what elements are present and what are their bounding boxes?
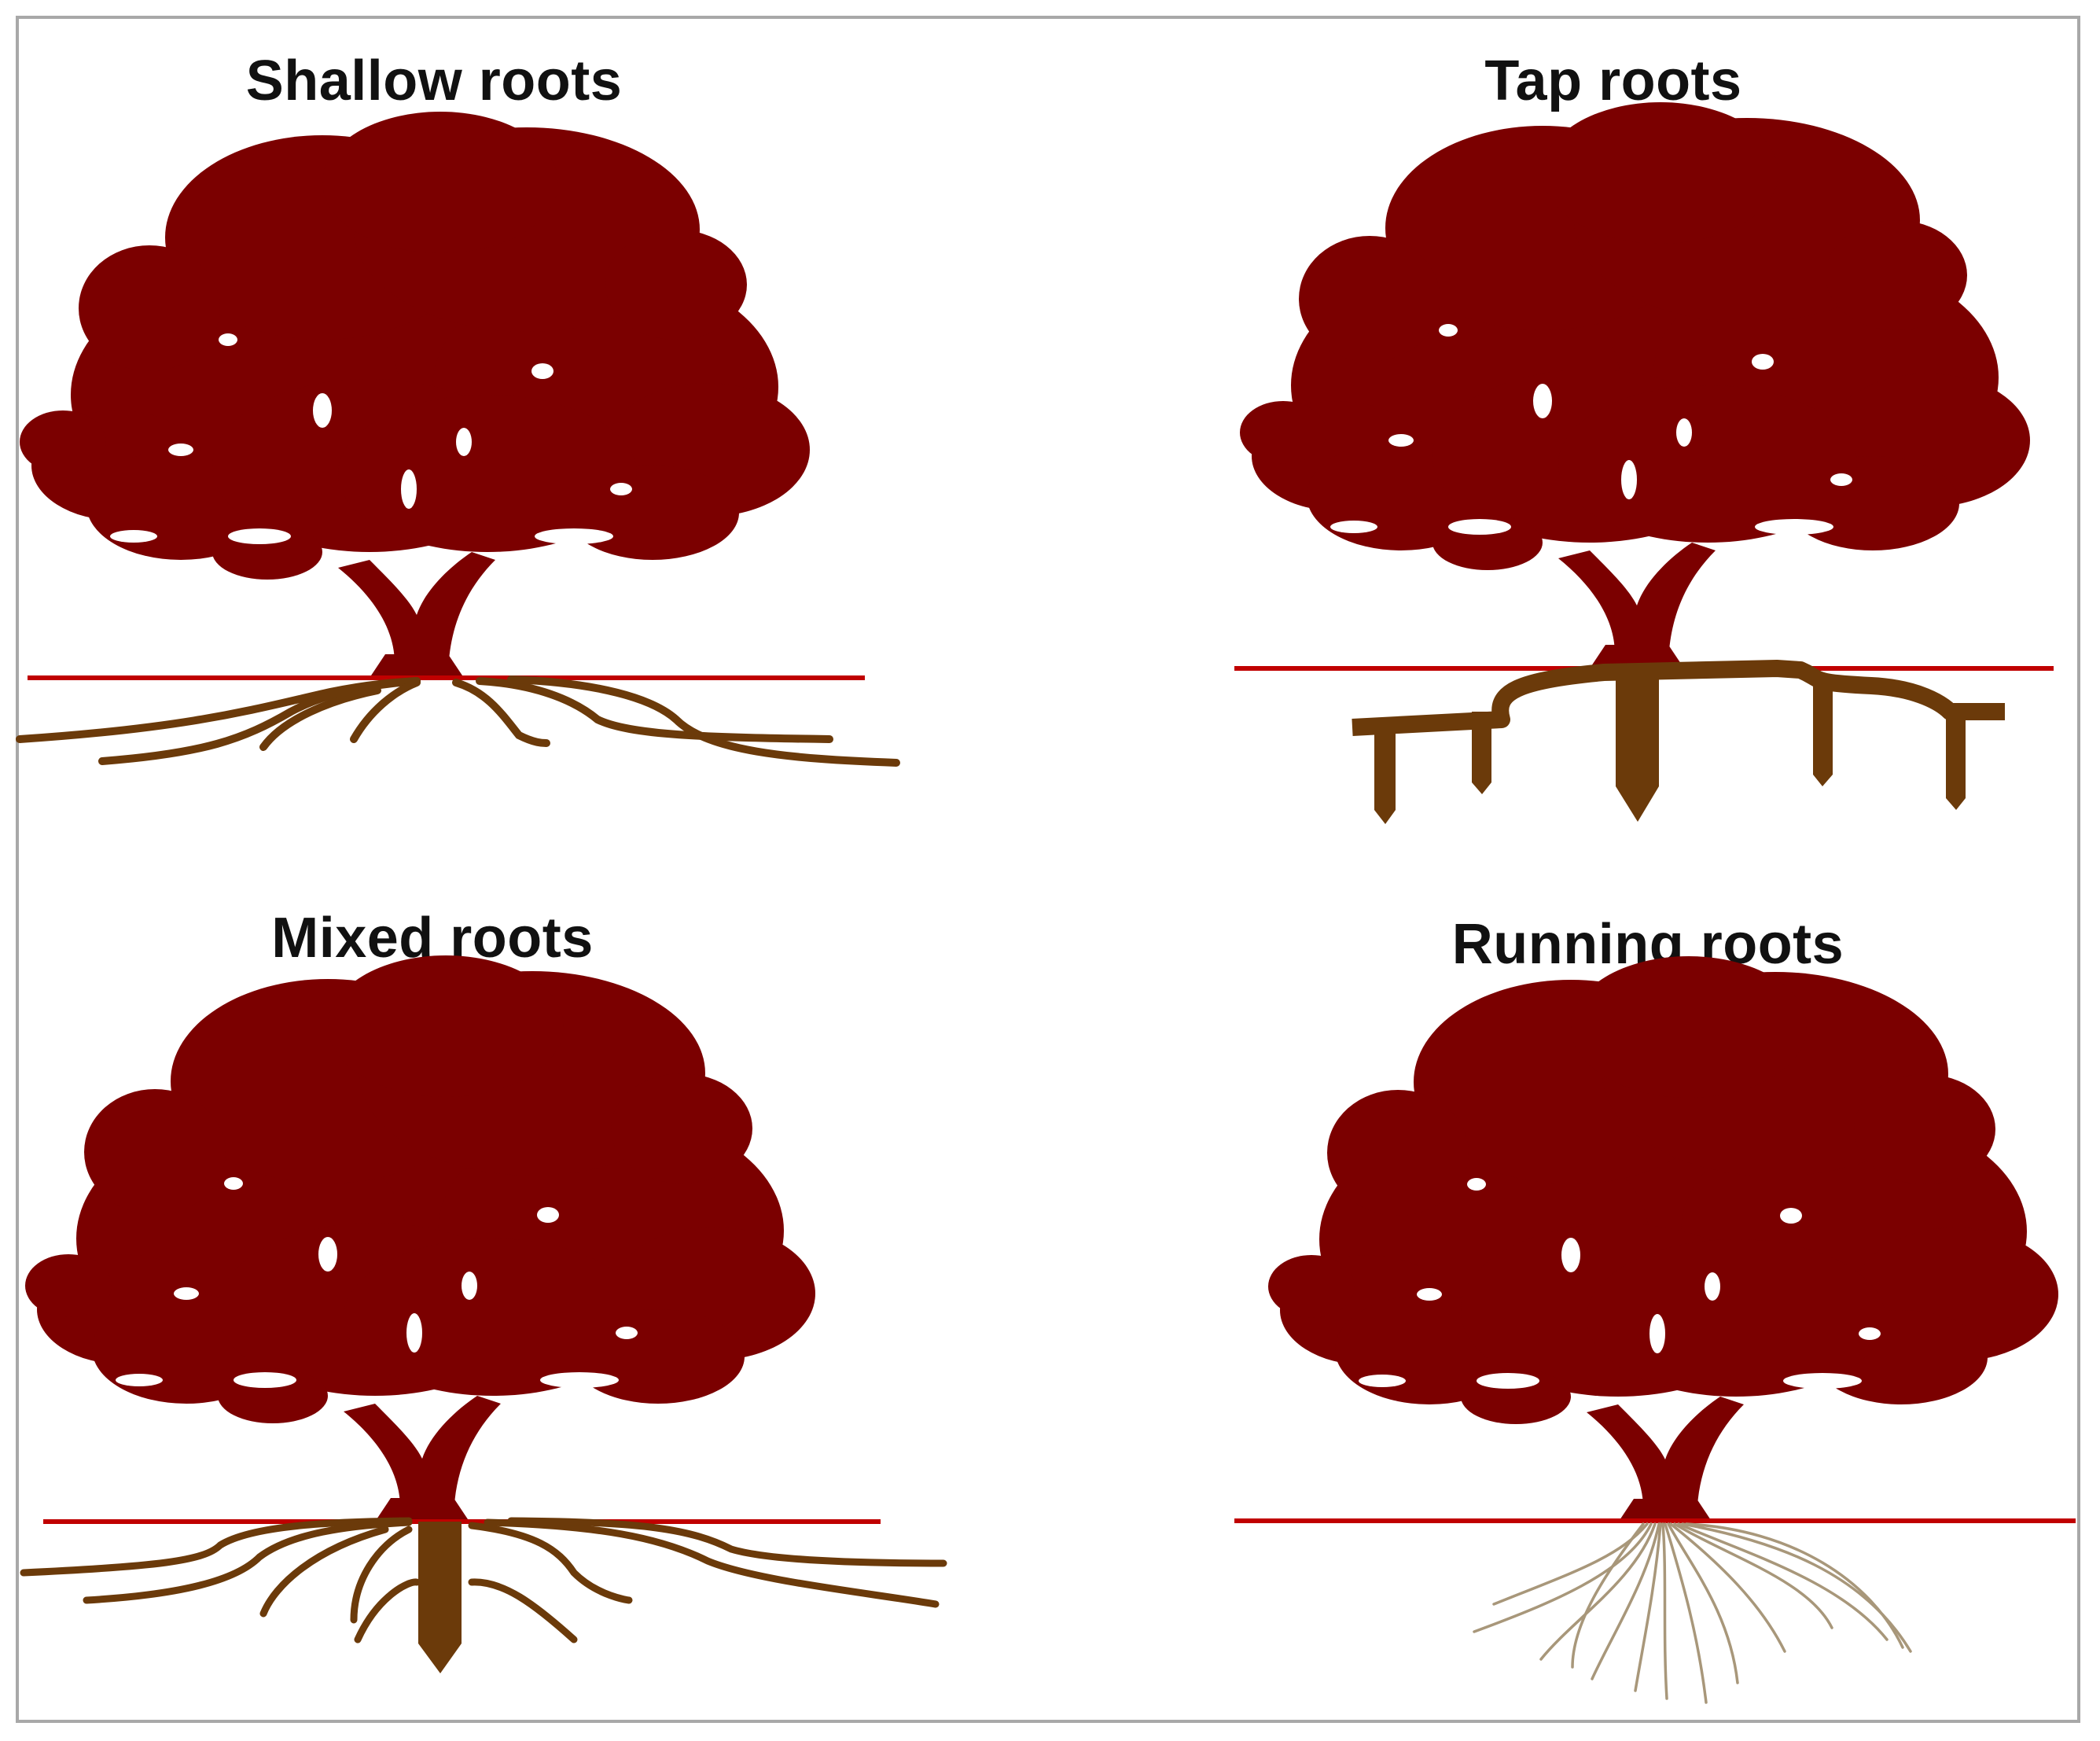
tap-root-system [1352,660,2005,824]
running-root-system [1473,1522,1912,1704]
tree-tap [1240,102,2030,668]
panel-title-tap: Tap roots [1484,50,1742,112]
tree-shallow [20,112,810,678]
mixed-tap-root [418,1522,462,1673]
tree-mixed [25,955,815,1522]
figure-border [16,16,2080,1723]
tree-running [1268,956,2058,1522]
shallow-root-system [16,675,900,767]
mixed-root-system [20,1517,947,1643]
panel-title-shallow: Shallow roots [245,50,623,112]
